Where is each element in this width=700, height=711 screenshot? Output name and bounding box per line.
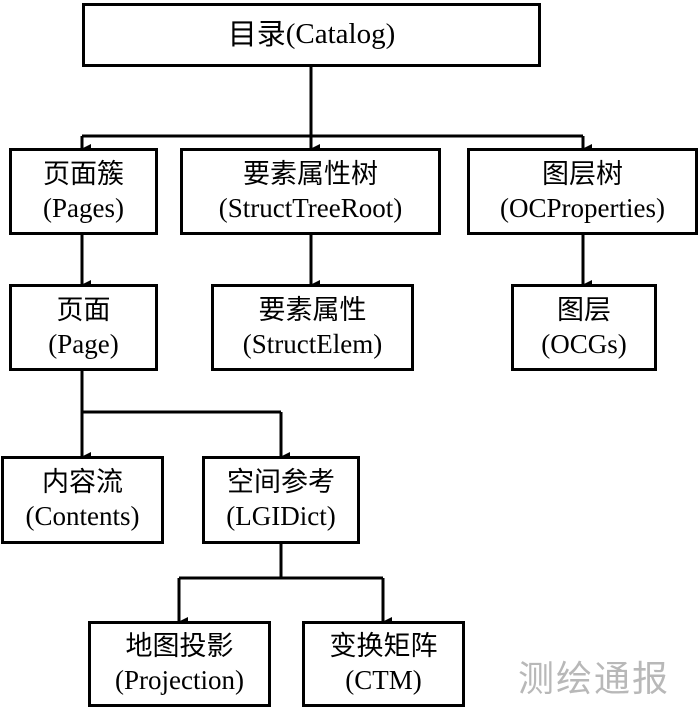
- node-struct-tree-root-en: (StructTreeRoot): [218, 192, 403, 223]
- node-contents-en: (Contents): [25, 501, 140, 531]
- node-struct-elem: 要素属性 (StructElem): [211, 284, 414, 371]
- node-catalog: 目录(Catalog): [82, 3, 541, 67]
- node-struct-elem-zh: 要素属性: [258, 294, 367, 326]
- node-ocgs: 图层 (OCGs): [511, 284, 657, 371]
- node-contents: 内容流 (Contents): [1, 456, 164, 544]
- node-ctm-en: (CTM): [345, 665, 422, 695]
- node-pages-en: (Pages): [43, 192, 124, 223]
- node-page-zh: 页面: [56, 294, 111, 326]
- node-pages: 页面簇 (Pages): [9, 148, 158, 235]
- node-ocgs-en: (OCGs): [541, 328, 627, 359]
- node-projection: 地图投影 (Projection): [88, 621, 271, 707]
- node-ocgs-zh: 图层: [557, 294, 611, 326]
- node-contents-zh: 内容流: [42, 467, 123, 499]
- node-oc-properties-en: (OCProperties): [500, 192, 665, 223]
- node-struct-tree-root-zh: 要素属性树: [243, 158, 378, 190]
- node-oc-properties: 图层树 (OCProperties): [467, 148, 698, 235]
- node-catalog-en: (Catalog): [285, 18, 396, 51]
- node-struct-tree-root: 要素属性树 (StructTreeRoot): [180, 148, 441, 235]
- node-struct-elem-en: (StructElem): [242, 328, 383, 359]
- node-ctm-zh: 变换矩阵: [329, 631, 438, 663]
- node-projection-en: (Projection): [115, 665, 244, 695]
- watermark-text: 测绘通报: [518, 659, 671, 700]
- node-page-en: (Page): [48, 328, 119, 359]
- node-ctm: 变换矩阵 (CTM): [302, 621, 465, 707]
- node-page: 页面 (Page): [9, 284, 158, 371]
- node-oc-properties-zh: 图层树: [542, 158, 623, 190]
- node-pages-zh: 页面簇: [43, 158, 124, 190]
- node-projection-zh: 地图投影: [125, 631, 234, 663]
- node-lgidict-zh: 空间参考: [227, 467, 335, 499]
- node-catalog-zh: 目录: [227, 17, 286, 52]
- node-lgidict: 空间参考 (LGIDict): [202, 456, 360, 544]
- node-lgidict-en: (LGIDict): [226, 501, 336, 531]
